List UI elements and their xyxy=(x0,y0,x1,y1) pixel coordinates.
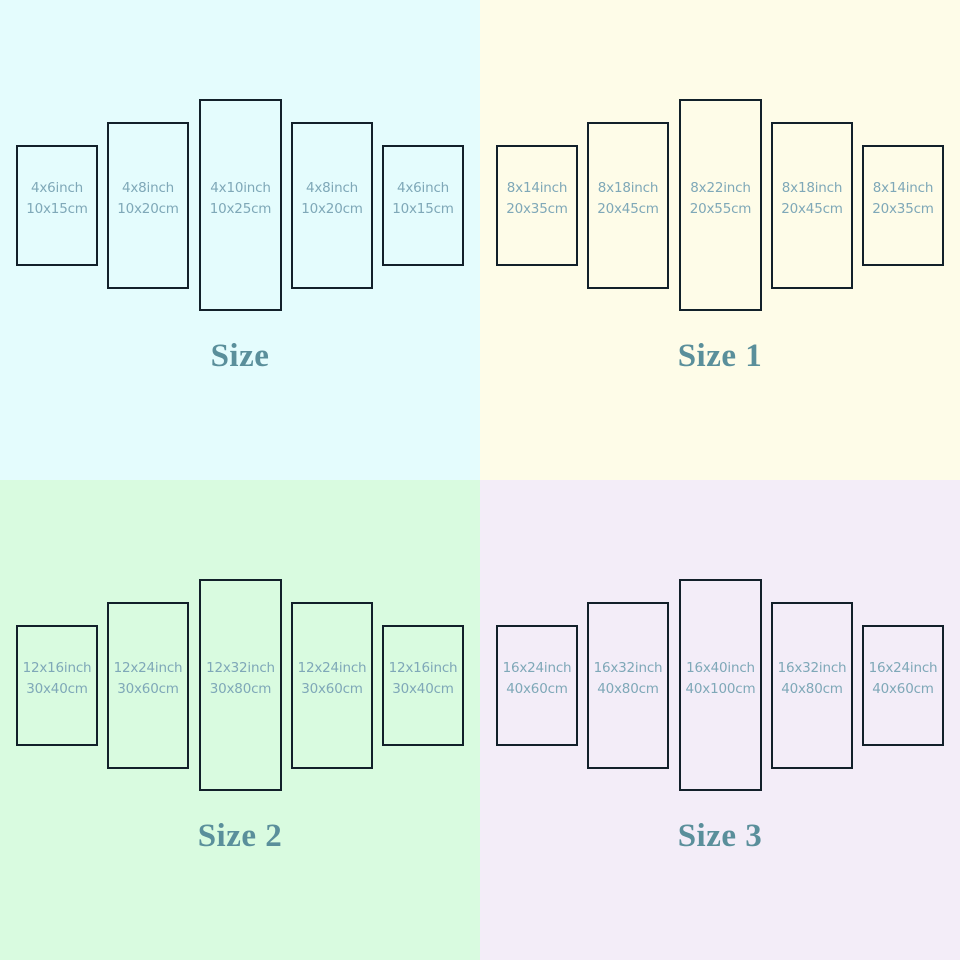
quadrant-title: Size 3 xyxy=(677,818,763,854)
canvas-panel-5[interactable] xyxy=(382,145,464,266)
canvas-panel-5[interactable] xyxy=(862,625,944,746)
size-chart-quadrant-size1: 8x14inch 20x35cm 8x18inch 20x45cm 8x22in… xyxy=(480,0,960,480)
canvas-panel-3[interactable] xyxy=(199,99,282,311)
canvas-panel-1[interactable] xyxy=(16,145,98,266)
canvas-panel-3[interactable] xyxy=(679,579,762,791)
size-chart-quadrant-size2: 12x16inch 30x40cm 12x24inch 30x60cm 12x3… xyxy=(0,480,480,960)
canvas-panel-1[interactable] xyxy=(16,625,98,746)
canvas-panel-2[interactable] xyxy=(587,122,669,289)
quadrant-title: Size xyxy=(210,338,270,374)
canvas-panel-1[interactable] xyxy=(496,625,578,746)
panel-group: 8x14inch 20x35cm 8x18inch 20x45cm 8x22in… xyxy=(480,0,960,330)
size-chart-quadrant-size: 4x6inch 10x15cm 4x8inch 10x20cm 4x10inch… xyxy=(0,0,480,480)
canvas-panel-5[interactable] xyxy=(382,625,464,746)
panel-group: 4x6inch 10x15cm 4x8inch 10x20cm 4x10inch… xyxy=(0,0,480,330)
canvas-panel-2[interactable] xyxy=(107,602,189,769)
size-chart-quadrant-size3: 16x24inch 40x60cm 16x32inch 40x80cm 16x4… xyxy=(480,480,960,960)
canvas-panel-1[interactable] xyxy=(496,145,578,266)
panel-group: 16x24inch 40x60cm 16x32inch 40x80cm 16x4… xyxy=(480,480,960,810)
panel-group: 12x16inch 30x40cm 12x24inch 30x60cm 12x3… xyxy=(0,480,480,810)
quadrant-title: Size 1 xyxy=(677,338,763,374)
canvas-panel-4[interactable] xyxy=(291,122,373,289)
canvas-panel-2[interactable] xyxy=(587,602,669,769)
canvas-panel-4[interactable] xyxy=(291,602,373,769)
canvas-panel-5[interactable] xyxy=(862,145,944,266)
canvas-panel-4[interactable] xyxy=(771,602,853,769)
canvas-panel-2[interactable] xyxy=(107,122,189,289)
canvas-panel-3[interactable] xyxy=(199,579,282,791)
canvas-panel-3[interactable] xyxy=(679,99,762,311)
canvas-panel-4[interactable] xyxy=(771,122,853,289)
quadrant-title: Size 2 xyxy=(197,818,283,854)
